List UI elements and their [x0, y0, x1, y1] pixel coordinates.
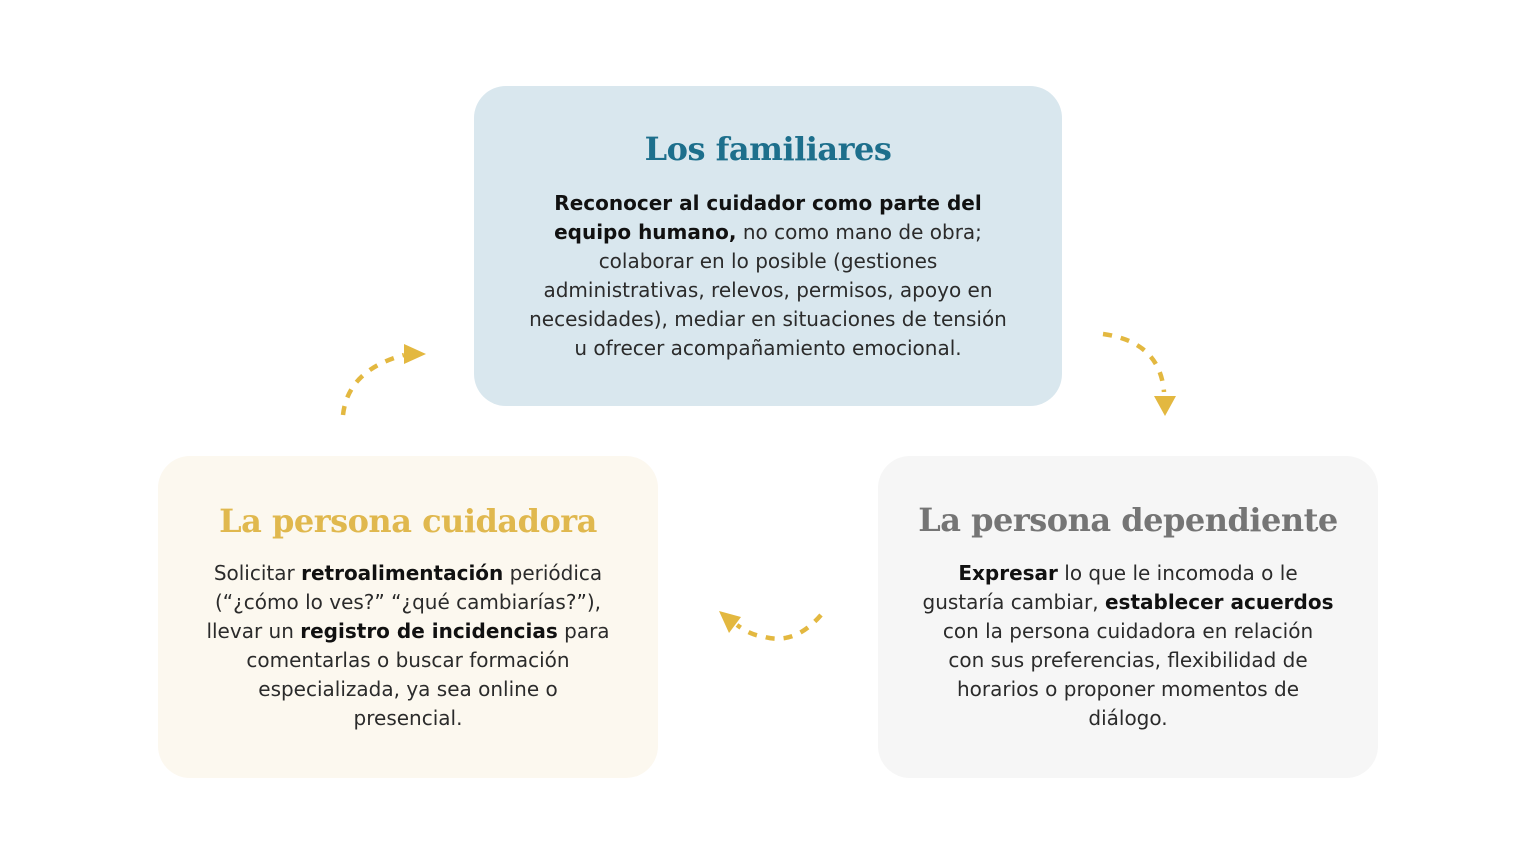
text-line: especializada, ya sea online o — [198, 675, 618, 704]
card-body-cuidadora: Solicitar retroalimentación periódica (“… — [158, 559, 658, 733]
text: necesidades), mediar en situaciones de t… — [529, 307, 1007, 331]
text-line: Solicitar retroalimentación periódica — [198, 559, 618, 588]
text: llevar un — [206, 619, 301, 643]
card-title-cuidadora: La persona cuidadora — [219, 502, 597, 540]
bold-text: retroalimentación — [301, 561, 504, 585]
text: especializada, ya sea online o — [258, 677, 558, 701]
text-line: (“¿cómo lo ves?” “¿qué cambiarías?”), — [198, 588, 618, 617]
text-line: necesidades), mediar en situaciones de t… — [514, 305, 1022, 334]
bold-text: establecer acuerdos — [1104, 590, 1334, 614]
text: con sus preferencias, flexibilidad de — [948, 648, 1308, 672]
text: periódica — [503, 561, 603, 585]
card-title-dependiente: La persona dependiente — [918, 501, 1338, 539]
text-line: llevar un registro de incidencias para — [198, 617, 618, 646]
dashed-curved-arrow-icon — [719, 611, 823, 641]
card-cuidadora: La persona cuidadora Solicitar retroalim… — [158, 456, 658, 778]
text: presencial. — [353, 706, 463, 730]
text-line: Expresar lo que le incomoda o le — [914, 559, 1342, 588]
bold-text: registro de incidencias — [300, 619, 558, 643]
text-line: u ofrecer acompañamiento emocional. — [514, 334, 1022, 363]
bold-text: Reconocer al cuidador como parte del — [554, 191, 982, 215]
text: Solicitar — [213, 561, 302, 585]
text: (“¿cómo lo ves?” “¿qué cambiarías?”), — [215, 590, 601, 614]
bold-text: Expresar — [958, 561, 1058, 585]
text-line: administrativas, relevos, permisos, apoy… — [514, 276, 1022, 305]
text-line: gustaría cambiar, establecer acuerdos — [914, 588, 1342, 617]
text-line: comentarlas o buscar formación — [198, 646, 618, 675]
text: administrativas, relevos, permisos, apoy… — [543, 278, 993, 302]
text: diálogo. — [1088, 706, 1168, 730]
card-familiares: Los familiares Reconocer al cuidador com… — [474, 86, 1062, 406]
text: no como mano de obra; — [736, 220, 982, 244]
card-body-dependiente: Expresar lo que le incomoda o le gustarí… — [878, 559, 1378, 733]
dashed-curved-arrow-icon — [340, 344, 426, 416]
bold-text: equipo humano, — [554, 220, 737, 244]
card-body-familiares: Reconocer al cuidador como parte del equ… — [474, 189, 1062, 363]
text-line: Reconocer al cuidador como parte del — [514, 189, 1022, 218]
text: con la persona cuidadora en relación — [942, 619, 1314, 643]
text-line: con la persona cuidadora en relación — [914, 617, 1342, 646]
text-line: diálogo. — [914, 704, 1342, 733]
card-dependiente: La persona dependiente Expresar lo que l… — [878, 456, 1378, 778]
text-line: colaborar en lo posible (gestiones — [514, 247, 1022, 276]
text: para — [557, 619, 610, 643]
text: gustaría cambiar, — [922, 590, 1105, 614]
card-title-familiares: Los familiares — [644, 130, 892, 168]
text-line: horarios o proponer momentos de — [914, 675, 1342, 704]
text: horarios o proponer momentos de — [956, 677, 1300, 701]
dashed-curved-arrow-icon — [1102, 331, 1176, 416]
text-line: con sus preferencias, flexibilidad de — [914, 646, 1342, 675]
text: colaborar en lo posible (gestiones — [598, 249, 938, 273]
text: lo que le incomoda o le — [1057, 561, 1298, 585]
text: comentarlas o buscar formación — [246, 648, 570, 672]
text-line: equipo humano, no como mano de obra; — [514, 218, 1022, 247]
text-line: presencial. — [198, 704, 618, 733]
text: u ofrecer acompañamiento emocional. — [574, 336, 962, 360]
